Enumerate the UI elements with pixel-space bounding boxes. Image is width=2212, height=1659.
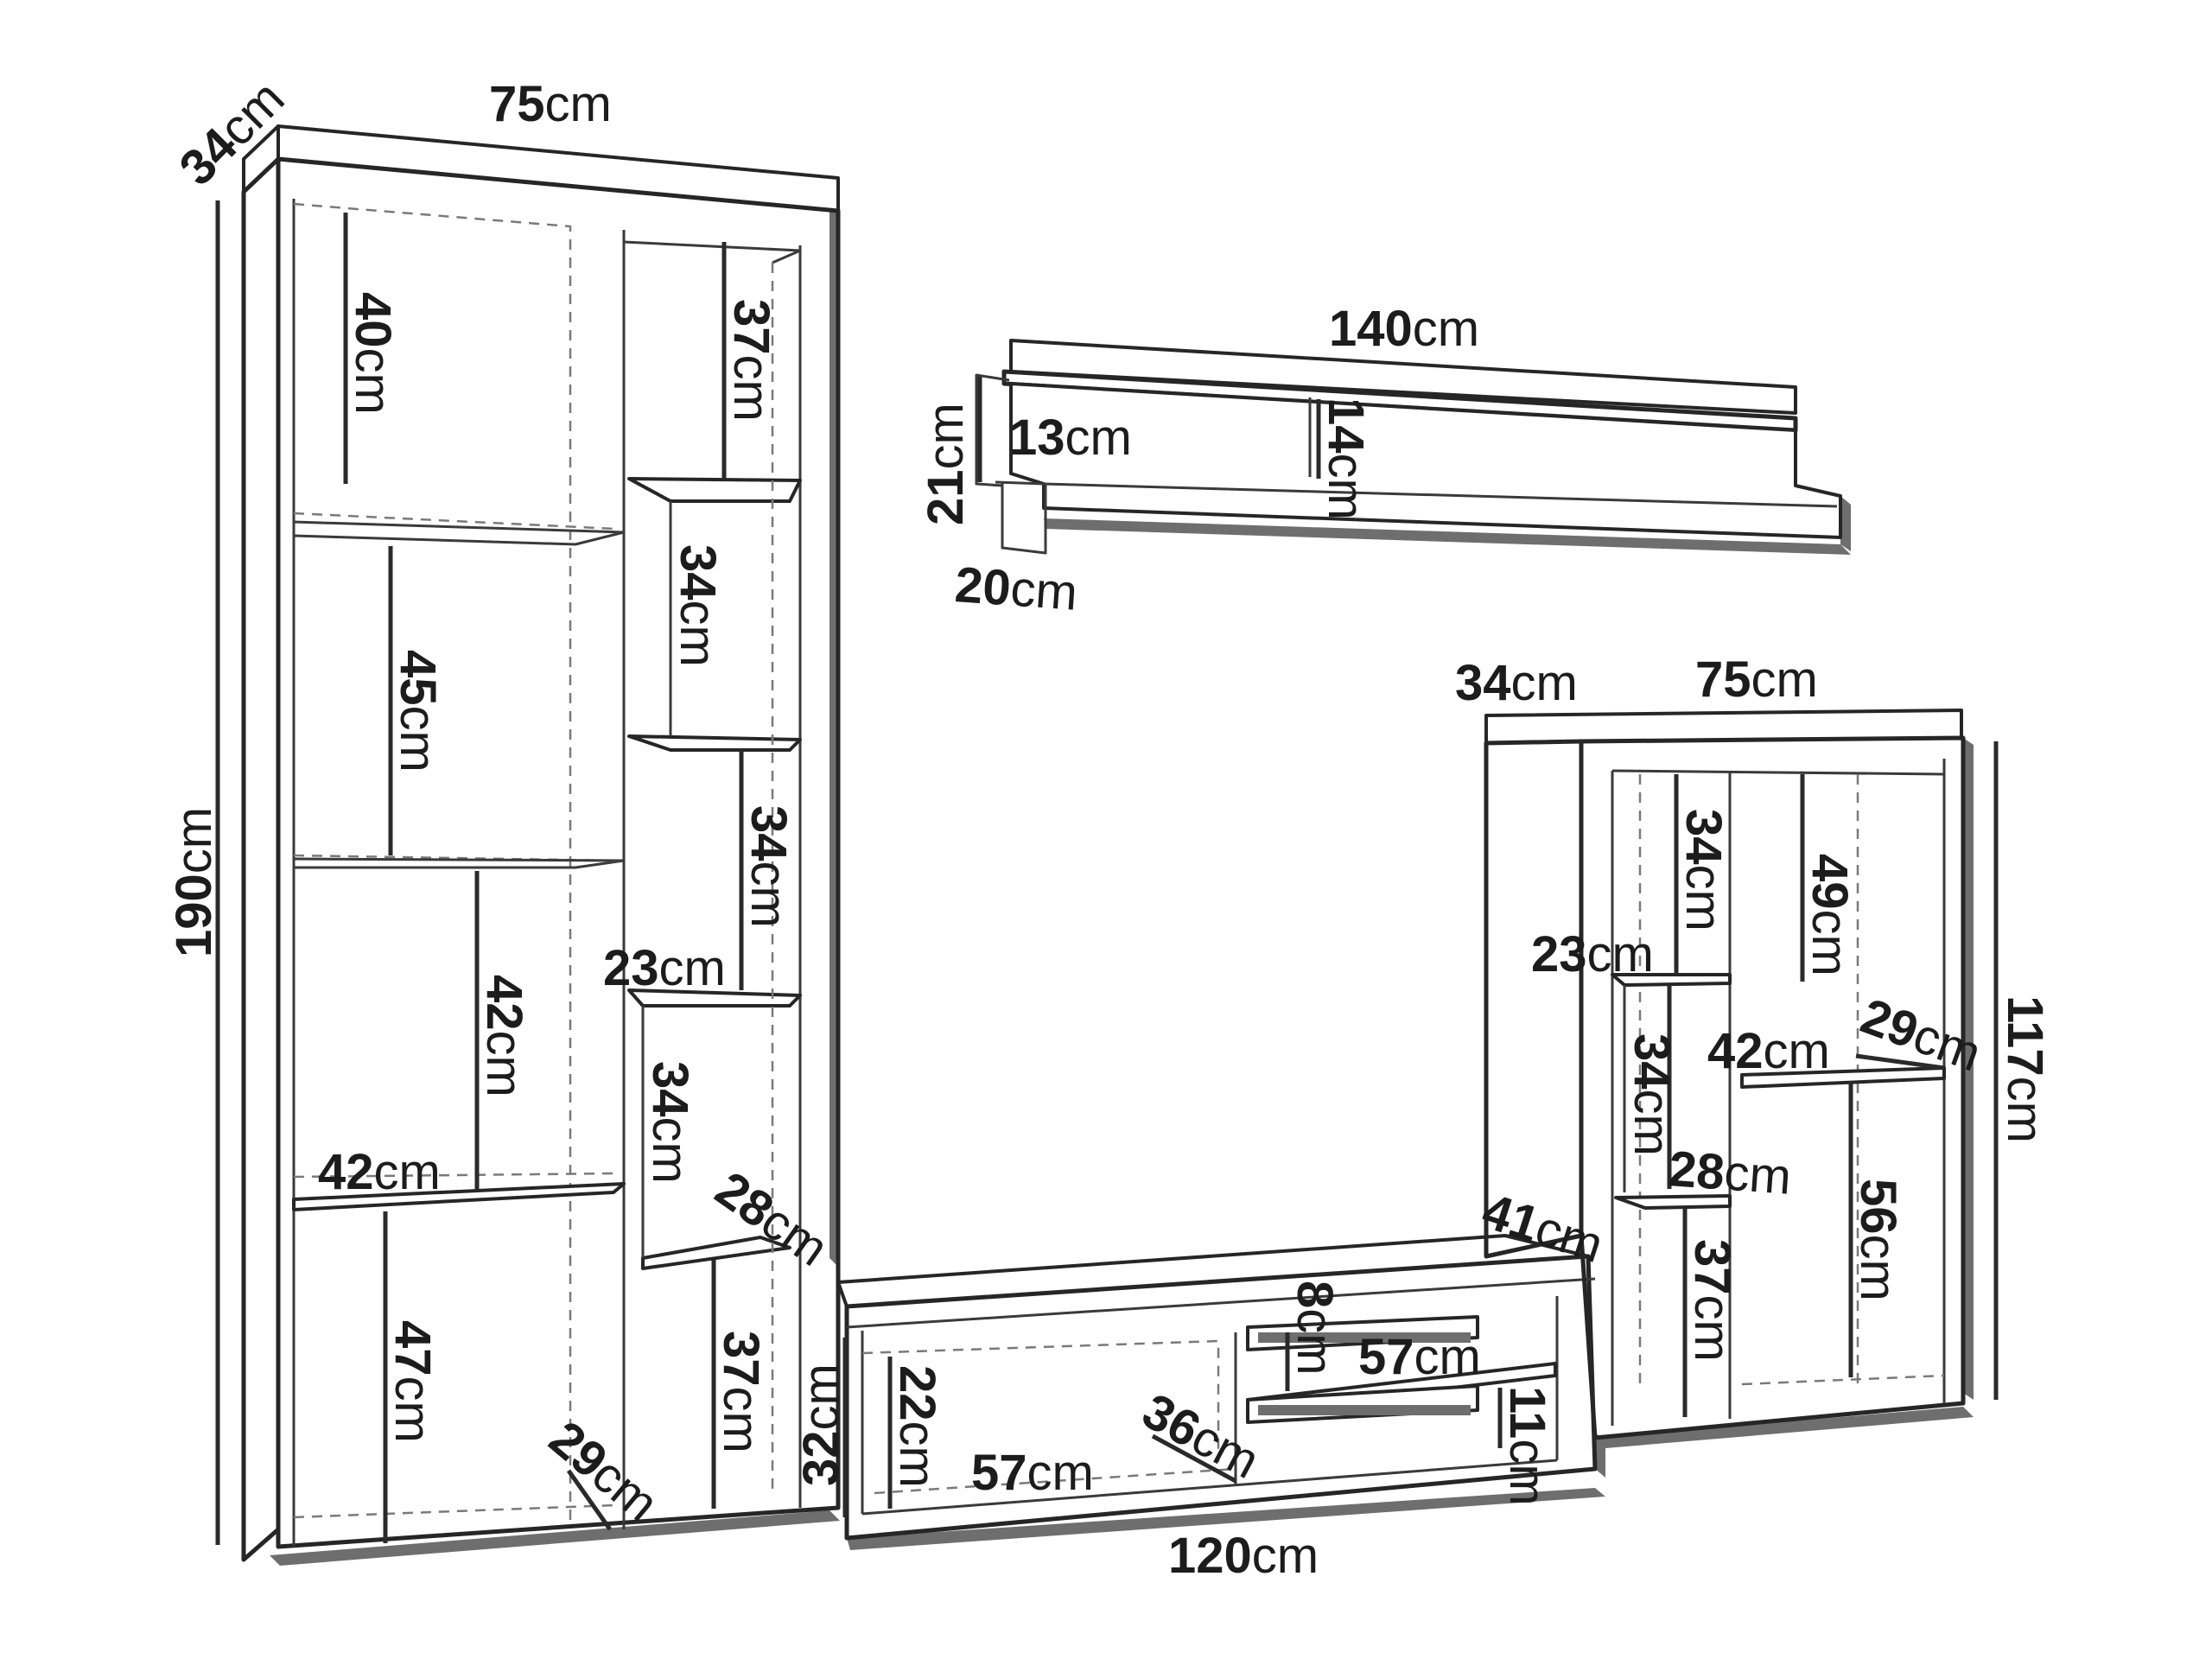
tall-unit-width-label: 75cm	[489, 76, 612, 132]
wall-shelf-lower-height-label: 13cm	[1009, 410, 1132, 466]
tall-unit-right-compartment-1: 37cm	[723, 299, 779, 422]
low-unit-inner-top	[1611, 769, 1945, 776]
tall-unit-right-width-label: 23cm	[603, 940, 726, 996]
low-unit-right-compartment-1: 49cm	[1802, 854, 1858, 976]
tv-unit-top	[836, 1234, 1590, 1308]
low-unit-width-label: 75cm	[1695, 652, 1818, 708]
low-unit-right-shelf-width-label: 42cm	[1707, 1023, 1830, 1079]
tv-unit-slot-lower	[1246, 1384, 1479, 1424]
low-unit-left-compartment-3: 37cm	[1684, 1239, 1740, 1362]
tall-unit-right-shelf-3	[627, 988, 802, 1007]
tv-unit-shadow-bottom	[847, 1488, 1605, 1550]
tv-unit-back-left	[861, 1339, 1220, 1462]
low-unit-depth-label: 34cm	[1455, 655, 1578, 711]
wall-shelf-lower-face	[1009, 382, 1842, 539]
tall-unit-shelf-1	[293, 520, 626, 546]
low-unit-right-compartment-2: 56cm	[1850, 1179, 1906, 1301]
tall-unit-bottom-depth-label: 29cm	[539, 1410, 669, 1532]
low-unit-left-compartment-1: 34cm	[1675, 809, 1732, 931]
tall-unit-left-side	[241, 156, 281, 1562]
tall-unit-shelf-3	[292, 1182, 626, 1211]
low-unit-left-shelf-2	[1614, 1194, 1732, 1210]
tv-unit-slot-upper-shade	[1258, 1332, 1471, 1343]
wall-shelf-height-label: 21cm	[918, 403, 974, 525]
tall-unit-front-frame	[276, 156, 841, 1549]
low-unit-front-frame	[1579, 735, 1966, 1440]
tall-unit-left-compartment-4: 47cm	[385, 1320, 441, 1443]
wall-shelf	[975, 339, 1851, 555]
low-unit-left-depth-label: 28cm	[1667, 1141, 1793, 1205]
wall-shelf-upper-height-label: 14cm	[1318, 397, 1374, 520]
tv-unit-back-bottom	[874, 1467, 1236, 1495]
tall-unit-right-shelf-4	[641, 1236, 791, 1270]
tall-unit-right-shelf-2	[627, 734, 802, 752]
tv-unit-inner-top	[846, 1277, 1596, 1329]
wall-shelf-shadow-right	[1840, 496, 1851, 551]
tall-unit-back-bottom	[293, 1503, 616, 1519]
tall-unit-left-compartment-2: 45cm	[390, 650, 446, 772]
wall-shelf-shadow-bottom	[1044, 518, 1851, 555]
tv-unit-width-label: 120cm	[1168, 1528, 1319, 1584]
low-unit-side-shadow	[1963, 738, 1974, 1400]
low-unit-left-width-label: 23cm	[1531, 926, 1654, 982]
tv-unit-right-lower-label: 11cm	[1499, 1386, 1555, 1506]
wall-shelf-side-profile	[975, 373, 1010, 487]
wall-shelf-width-label: 140cm	[1329, 301, 1479, 357]
tall-unit-right-compartment-5: 37cm	[713, 1331, 769, 1453]
wall-shelf-depth-label: 20cm	[953, 556, 1079, 621]
low-unit-bottom-shadow	[1595, 1407, 1974, 1448]
tall-unit-back-left	[293, 202, 572, 1521]
tall-unit-right-top	[623, 240, 802, 264]
tv-unit-right-width-label: 57cm	[1358, 1329, 1481, 1385]
low-unit-back-bottom	[1741, 1374, 1945, 1386]
tall-unit-shelf-2	[293, 857, 626, 869]
tall-unit-right-shelf-1	[627, 477, 802, 503]
tall-unit-shelf-width-label: 42cm	[318, 1144, 441, 1200]
low-unit-left-shelf-1	[1611, 973, 1732, 987]
tv-unit-left-width-label: 57cm	[971, 1445, 1094, 1501]
tall-unit-left-compartment-1: 40cm	[345, 292, 401, 415]
wall-shelf-depth-box	[995, 480, 1047, 555]
tall-unit-left-compartment-3: 42cm	[476, 975, 532, 1097]
tv-unit-left-height-label: 22cm	[889, 1365, 945, 1488]
low-unit-right-shelf	[1740, 1066, 1946, 1089]
tall-bookcase	[215, 124, 841, 1566]
wall-shelf-lower-edge	[1043, 482, 1838, 508]
tv-unit-depth-line-36	[1151, 1433, 1237, 1484]
tv-unit-slot-lower-shade	[1258, 1405, 1471, 1415]
tall-unit-height-label: 190cm	[166, 807, 222, 957]
low-unit-left-compartment-2: 34cm	[1624, 1033, 1680, 1156]
tall-unit-bottom-shadow	[270, 1510, 840, 1566]
dimension-labels: 34cm 75cm 190cm 40cm 45cm 42cm 47cm 42cm…	[166, 70, 2053, 1584]
tv-unit-height-label: 32cm	[793, 1363, 849, 1486]
tv-unit	[836, 1234, 1605, 1550]
tall-unit-right-compartment-3: 34cm	[741, 805, 797, 928]
low-cabinet	[1484, 709, 1999, 1448]
tv-unit-right-upper-label: 8cm	[1287, 1281, 1343, 1376]
low-unit-left-side	[1484, 739, 1584, 1259]
tall-unit-right-compartment-4: 34cm	[642, 1061, 698, 1184]
tall-unit-depth-line-29	[566, 1469, 613, 1531]
low-unit-depth-line-29	[1855, 1053, 1945, 1071]
tall-unit-right-compartment-2: 34cm	[670, 544, 726, 667]
wall-shelf-upper-top	[1009, 339, 1797, 415]
tv-unit-inner-bottom	[861, 1459, 1558, 1516]
low-unit-height-label: 117cm	[1997, 995, 2053, 1143]
